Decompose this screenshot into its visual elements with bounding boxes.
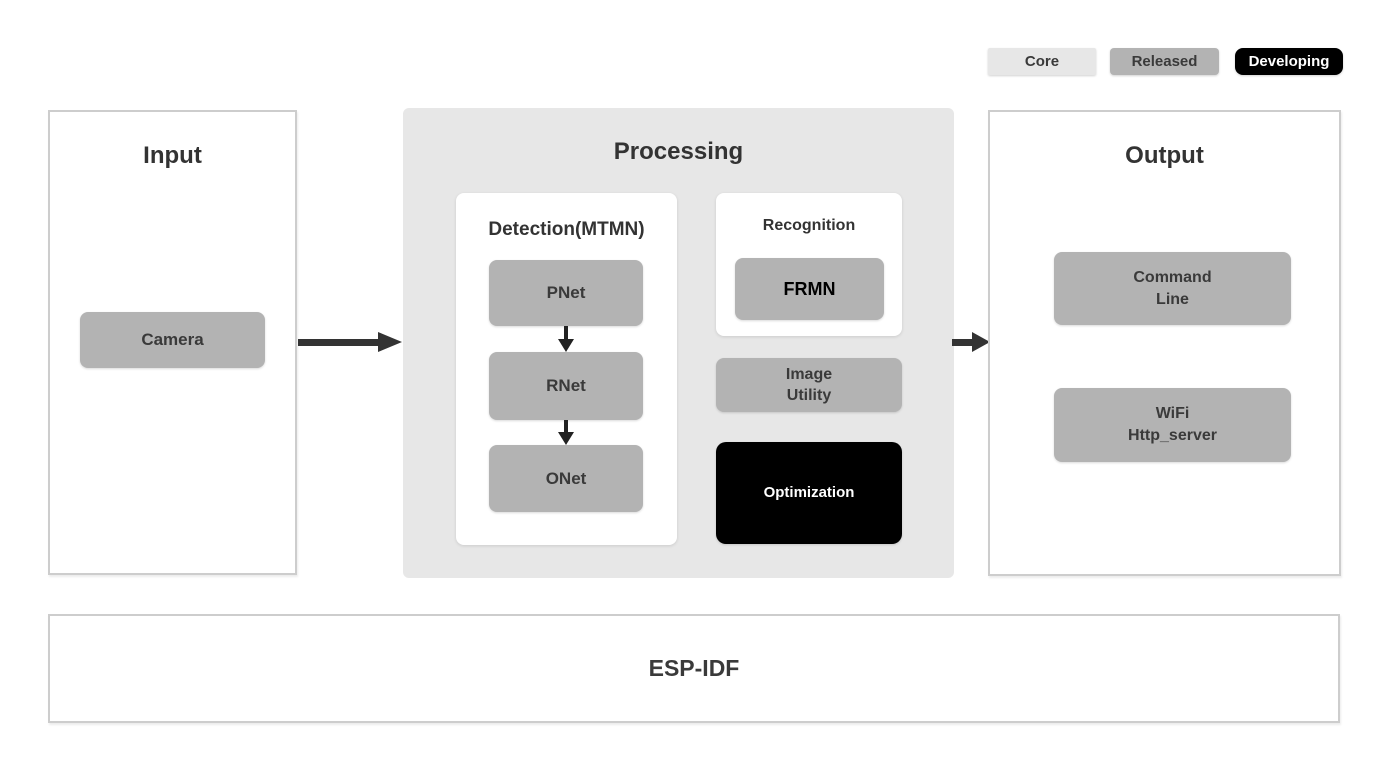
frmn-label: FRMN [783,279,836,299]
node-frmn: FRMN [735,258,884,320]
node-pnet: PNet [489,260,643,326]
processing-section: Processing Detection(MTMN) PNet RNet ONe… [403,108,954,578]
arrow-pnet-to-rnet-shaft [564,326,568,340]
foundation-title: ESP-IDF [648,655,740,681]
output-section-title: Output [1125,142,1204,169]
pnet-label: PNet [546,283,586,302]
detection-group-title: Detection(MTMN) [488,219,645,240]
recognition-group: Recognition FRMN [716,193,902,336]
input-section-title: Input [143,142,202,169]
arrow-rnet-to-onet-shaft [564,420,568,433]
legend-chip-core: Core [988,48,1096,75]
detection-group: Detection(MTMN) PNet RNet ONet [456,193,677,545]
node-rnet: RNet [489,352,643,420]
node-optimization: Optimization [716,442,902,544]
legend-chip-released: Released [1110,48,1219,75]
wifi-label-line2: Http_server [1128,427,1217,444]
arrow-processing-to-output-shaft [952,339,973,346]
arrow-processing-to-output-head-icon [972,332,990,352]
foundation-section: ESP-IDF [48,614,1340,723]
rnet-label: RNet [546,376,586,395]
output-section: Output Command Line WiFi Http_server [988,110,1341,576]
onet-label: ONet [545,468,587,488]
node-command-line: Command Line [1054,252,1291,325]
node-wifi-http-server: WiFi Http_server [1054,388,1291,462]
input-section: Input Camera [48,110,297,575]
arrow-input-to-processing-head-icon [378,332,402,352]
arrow-pnet-to-rnet-head-icon [558,339,574,352]
image-utility-label-line1: Image [785,366,833,383]
processing-section-title: Processing [613,138,744,165]
node-image-utility: Image Utility [716,358,902,412]
node-camera: Camera [80,312,265,368]
optimization-label: Optimization [763,484,855,501]
wifi-label-line1: WiFi [1155,405,1190,422]
node-onet: ONet [489,445,643,512]
recognition-group-title: Recognition [762,217,856,234]
arrow-rnet-to-onet-head-icon [558,432,574,445]
image-utility-label-line2: Utility [786,387,832,404]
legend-chip-developing: Developing [1235,48,1343,75]
command-line-label-line1: Command [1133,268,1212,286]
arrow-input-to-processing-shaft [298,339,378,346]
command-line-label-line2: Line [1156,290,1189,308]
camera-label: Camera [141,330,204,349]
